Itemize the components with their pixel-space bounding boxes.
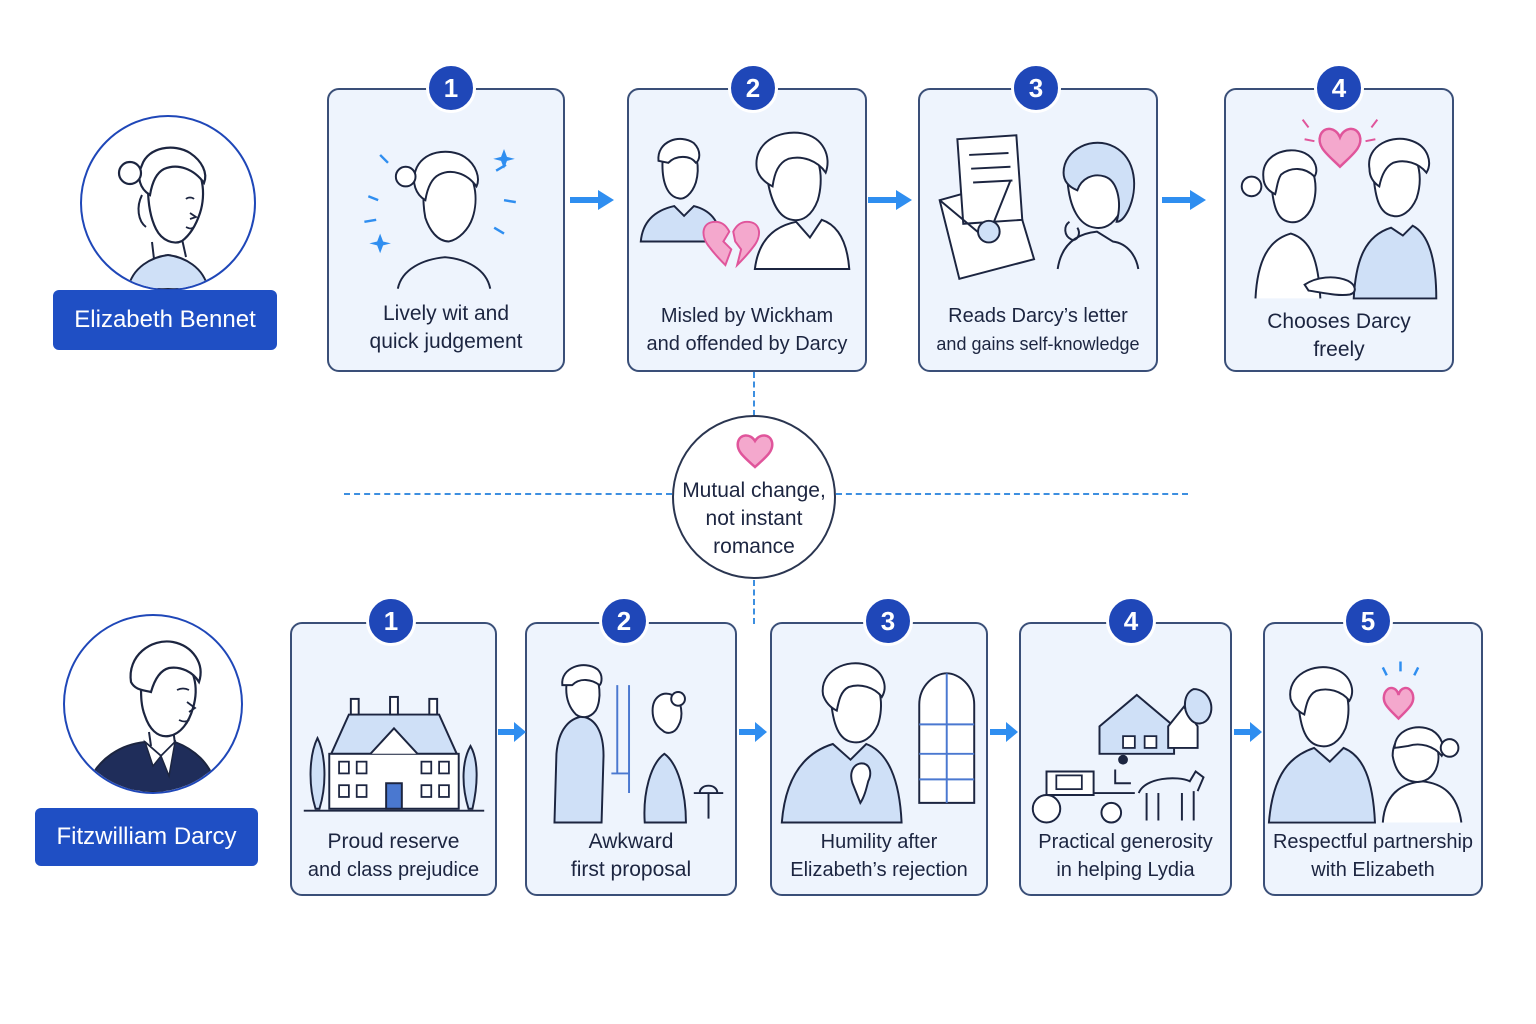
step-caption-line: Elizabeth’s rejection	[790, 859, 968, 881]
elizabeth-sparkle-icon	[364, 149, 517, 289]
arrow-right-icon	[570, 190, 614, 210]
step-caption-line: Respectful partnership	[1272, 831, 1474, 853]
letter-envelope-icon	[938, 134, 1140, 281]
dashed-connector	[753, 580, 755, 624]
step-number-badge: 1	[366, 596, 416, 646]
manor-house-icon	[303, 695, 485, 812]
step-caption-line: and offended by Darcy	[646, 333, 848, 355]
darcy-step-card: Practical generosity in helping Lydia	[1019, 622, 1232, 896]
callout-line: Mutual change,	[682, 479, 826, 502]
elizabeth-step-card: Chooses Darcy freely	[1224, 88, 1454, 372]
step-caption-line: Proud reserve	[327, 830, 460, 853]
step-caption-line: Humility after	[820, 831, 938, 853]
step-caption-line: and gains self-knowledge	[936, 334, 1140, 354]
broken-heart-icon	[639, 131, 851, 270]
step-caption-line: quick judgement	[369, 330, 523, 353]
proposal-scene-icon	[553, 664, 724, 824]
arrow-right-icon	[990, 722, 1018, 742]
callout-line: romance	[713, 535, 795, 558]
step-number-badge: 3	[863, 596, 913, 646]
carriage-icon	[1031, 688, 1213, 824]
dashed-connector	[753, 372, 755, 416]
couple-heart-icon	[1240, 119, 1438, 300]
arrow-right-icon	[739, 722, 767, 742]
darcy-step-card: Proud reserve and class prejudice	[290, 622, 497, 896]
step-caption-line: Reads Darcy’s letter	[948, 305, 1128, 327]
arrow-right-icon	[498, 722, 526, 742]
mutual-change-callout: Mutual change, not instant romance	[672, 415, 836, 579]
elizabeth-step-card: Reads Darcy’s letter and gains self-know…	[918, 88, 1158, 372]
callout-line: not instant	[705, 507, 803, 530]
step-caption-line: in helping Lydia	[1056, 859, 1195, 881]
darcy-step-card: Respectful partnership with Elizabeth	[1263, 622, 1483, 896]
step-caption-line: Misled by Wickham	[660, 305, 834, 327]
elizabeth-portrait	[80, 115, 256, 291]
elizabeth-portrait-icon	[117, 146, 210, 289]
darcy-portrait-icon	[83, 640, 219, 792]
dashed-divider	[344, 493, 672, 495]
elizabeth-step-card: Lively wit and quick judgement	[327, 88, 565, 372]
step-caption-line: first proposal	[570, 858, 692, 881]
dashed-divider	[836, 493, 1188, 495]
step-number-badge: 4	[1106, 596, 1156, 646]
heart-icon	[736, 434, 774, 469]
step-number-badge: 2	[728, 63, 778, 113]
step-caption-line: and class prejudice	[307, 859, 480, 881]
step-caption-line: Lively wit and	[382, 302, 510, 325]
darcy-step-card: Humility after Elizabeth’s rejection	[770, 622, 988, 896]
step-number-badge: 1	[426, 63, 476, 113]
arrow-right-icon	[1162, 190, 1206, 210]
darcy-step-card: Awkward first proposal	[525, 622, 737, 896]
darcy-name-badge: Fitzwilliam Darcy	[35, 808, 258, 866]
darcy-portrait	[63, 614, 243, 794]
arrow-right-icon	[868, 190, 912, 210]
arrow-right-icon	[1234, 722, 1262, 742]
step-number-badge: 5	[1343, 596, 1393, 646]
step-number-badge: 3	[1011, 63, 1061, 113]
humble-darcy-icon	[780, 662, 976, 824]
elizabeth-name-badge: Elizabeth Bennet	[53, 290, 277, 350]
step-caption-line: Practical generosity	[1038, 831, 1213, 853]
step-number-badge: 2	[599, 596, 649, 646]
step-number-badge: 4	[1314, 63, 1364, 113]
step-caption-line: Chooses Darcy	[1267, 310, 1411, 333]
elizabeth-step-card: Misled by Wickham and offended by Darcy	[627, 88, 867, 372]
step-caption-line: freely	[1313, 338, 1365, 361]
step-caption-line: with Elizabeth	[1311, 859, 1435, 881]
step-caption-line: Awkward	[588, 830, 674, 853]
partnership-heart-icon	[1267, 661, 1463, 824]
